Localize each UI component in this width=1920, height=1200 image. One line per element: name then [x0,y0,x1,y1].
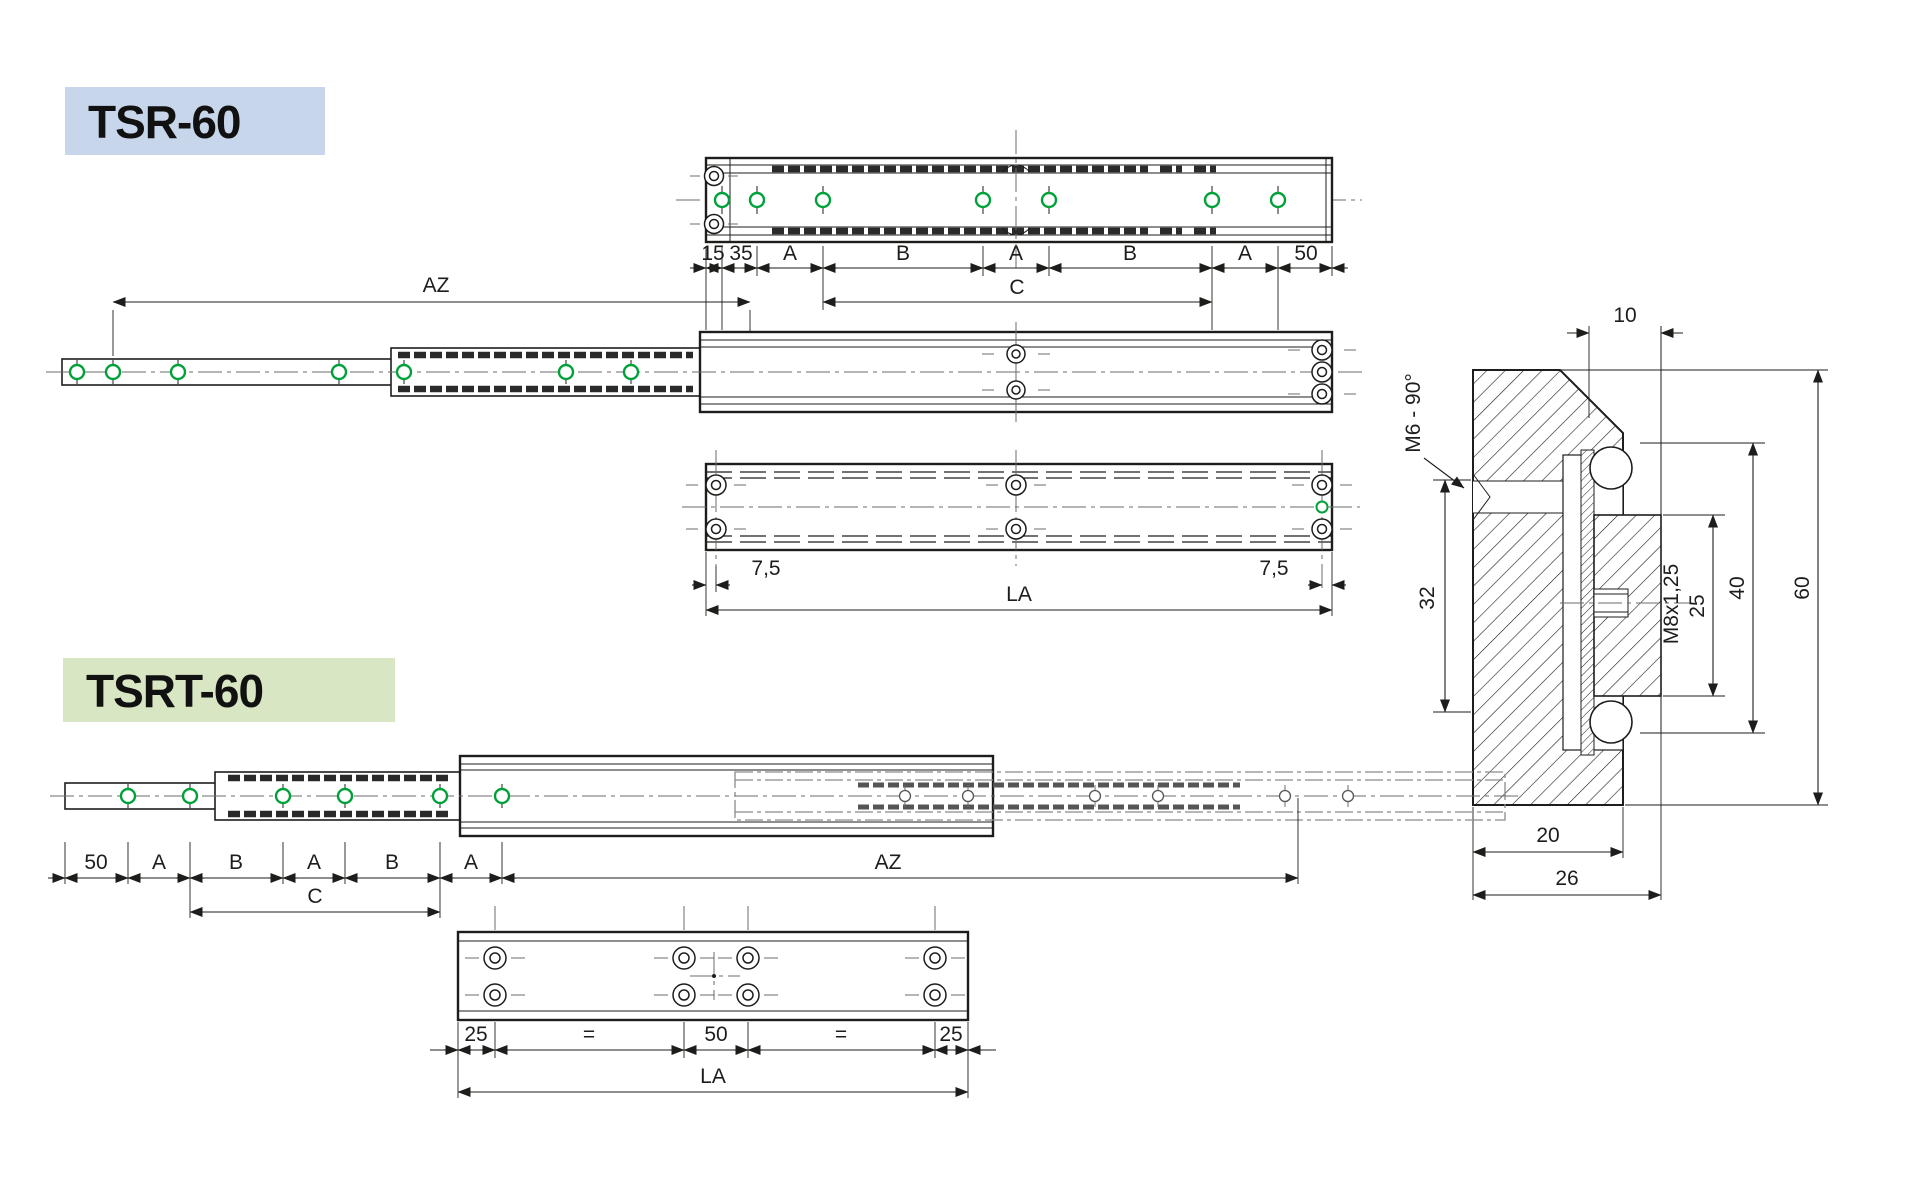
tsr60-top-view [676,130,1362,270]
dim-label-a2: A [1009,242,1023,265]
tsr60-pitch-dimensions: 15 35 A B A B A 50 C AZ [112,242,1348,356]
dim-label-c: C [307,885,322,908]
dim-label-50: 50 [704,1023,727,1046]
phantom-extension [734,771,1506,821]
dim-label-25: 25 [1686,594,1709,617]
dim-label-la: LA [1006,583,1032,606]
end-fixing-holes [690,165,738,235]
dim-label-b2: B [385,851,399,874]
dim-label-b1: B [896,242,910,265]
tsrt-mounting-holes [119,784,511,808]
dim-label-c: C [1009,276,1024,299]
dim-label-a3: A [464,851,478,874]
dim-label-15: 15 [701,242,724,265]
dim-label-a2: A [307,851,321,874]
dim-label-eq-right: = [835,1023,847,1046]
dim-label-b1: B [229,851,243,874]
tsr60-title: TSR-60 [88,96,240,148]
tsrt60-pitch-dimensions: 50 A B A B A AZ C [48,798,1299,918]
dim-label-20: 20 [1536,824,1559,847]
tsr60-length-dimensions: 7,5 7,5 LA [692,552,1346,616]
closed-view-holes [686,474,1352,540]
outer-rail-holes [982,339,1356,405]
dim-label-25-right: 25 [939,1023,962,1046]
dim-label-25-left: 25 [464,1023,487,1046]
tsr60-title-bg [65,87,325,155]
dim-label-26: 26 [1555,867,1578,890]
dim-label-40: 40 [1726,576,1749,599]
note-m6: M6 - 90° [1402,373,1425,453]
tsrt60-title-bg [63,658,395,722]
dim-label-50: 50 [1294,242,1317,265]
dim-label-75-right: 7,5 [1259,557,1288,580]
tsr60-extended-view [46,322,1362,424]
tsrt60-title-block: TSRT-60 [63,658,395,722]
tsrt60-extended-view [50,754,1520,838]
tsr60-closed-view [682,450,1360,592]
ball-bearing-top [1589,446,1633,490]
dim-label-az: AZ [423,274,450,297]
extended-mounting-holes [68,360,640,384]
cross-section-view: 10 M6 - 90° 32 M8x1,25 25 40 60 [1402,304,1828,900]
dim-label-a1: A [783,242,797,265]
plate-holes [465,946,965,1007]
dim-label-la: LA [700,1065,726,1088]
ball-bearing-bottom [1589,700,1633,744]
dim-label-75-left: 7,5 [751,557,780,580]
tsrt60-plate-dimensions: 25 = 50 = 25 LA [430,1022,996,1098]
tsr60-title-block: TSR-60 [65,87,325,155]
dim-label-60: 60 [1791,576,1814,599]
plate-center-mark [690,952,740,1000]
phantom-holes [898,785,1355,807]
section-dimensions: 10 M6 - 90° 32 M8x1,25 25 40 60 [1402,304,1828,900]
dim-label-a3: A [1238,242,1252,265]
dim-label-b2: B [1123,242,1137,265]
tsrt60-plate-view [456,906,970,1022]
dim-label-32: 32 [1416,586,1439,609]
dim-label-eq-left: = [583,1023,595,1046]
green-center-hole [1315,500,1329,514]
dim-label-10: 10 [1613,304,1636,327]
mounting-holes-green [713,186,1287,214]
dim-label-35: 35 [729,242,752,265]
tsrt60-title: TSRT-60 [86,665,263,717]
latch-arc [1001,164,1031,173]
dim-label-50: 50 [84,851,107,874]
dim-label-az: AZ [875,851,902,874]
note-m8: M8x1,25 [1660,564,1683,645]
dim-label-a1: A [152,851,166,874]
